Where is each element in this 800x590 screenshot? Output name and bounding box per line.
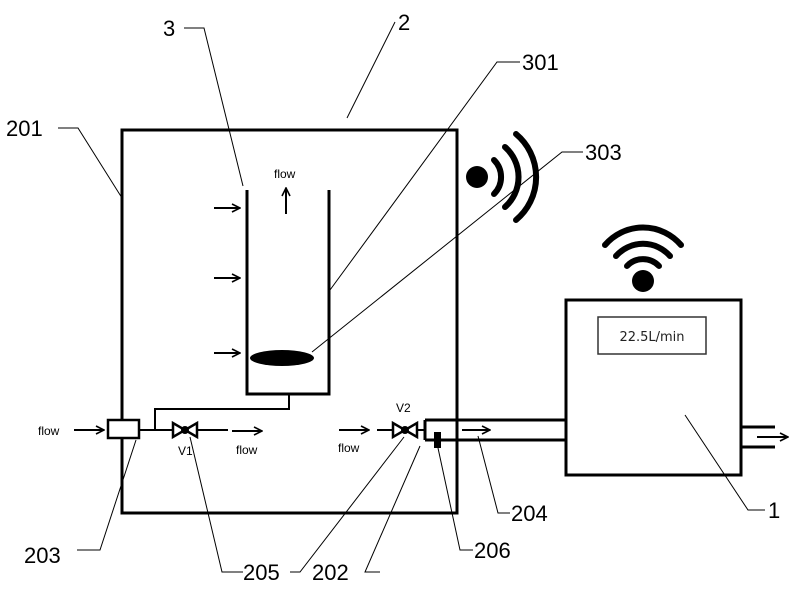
meter-display: [597, 316, 707, 355]
wireless-signal-icon: [466, 131, 540, 223]
float: [250, 350, 314, 366]
leader-lines: [58, 21, 765, 573]
flowmeter-box: [564, 298, 743, 477]
v1-flow-label: flow: [236, 443, 258, 457]
meter-reading: 22.5L/min: [619, 330, 684, 345]
inlet-flow-label: flow: [38, 424, 60, 438]
valve-v2-label: V2: [396, 401, 411, 415]
valve-v1-label: V1: [178, 444, 193, 458]
label-2: 2: [398, 10, 410, 35]
inlet-connector: [106, 418, 141, 440]
label-301: 301: [522, 50, 559, 75]
label-203: 203: [24, 543, 61, 568]
valve-v2: [391, 420, 419, 440]
label-205: 205: [243, 560, 280, 585]
label-206: 206: [474, 538, 511, 563]
label-303: 303: [585, 140, 622, 165]
v2-flow-label: flow: [338, 441, 360, 455]
valve-v1: [171, 420, 199, 440]
label-204: 204: [511, 501, 548, 526]
label-3: 3: [163, 16, 175, 41]
wifi-icon: [602, 224, 684, 292]
feed-pipe: [154, 394, 290, 430]
tube-flow-label: flow: [274, 167, 296, 181]
label-201: 201: [6, 116, 43, 141]
outlet-joint: [423, 418, 567, 442]
meter-outlet-pipe: [741, 425, 775, 449]
label-1: 1: [768, 498, 780, 523]
sensor: [434, 432, 441, 448]
label-202: 202: [312, 560, 349, 585]
container-box: [120, 128, 459, 515]
